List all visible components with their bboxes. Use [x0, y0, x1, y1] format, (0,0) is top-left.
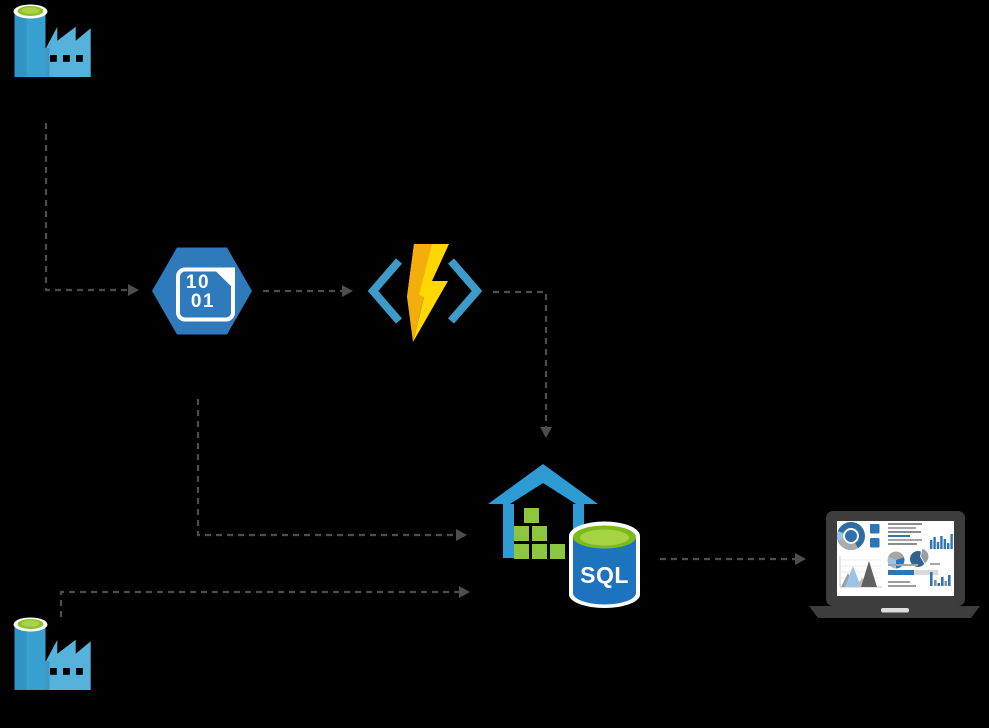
binary-file-hexagon-icon: 10 01 — [152, 247, 252, 335]
warehouse-left-wall — [503, 504, 514, 558]
dashboard-pie-chart-2 — [910, 547, 930, 567]
factory-windows — [50, 668, 83, 675]
laptop-base-notch — [881, 608, 909, 613]
factory-icon — [13, 4, 91, 77]
laptop-dashboard-icon — [809, 511, 980, 618]
factory-building — [45, 639, 91, 690]
dashboard-area-chart — [839, 556, 882, 588]
left-angle-bracket-icon — [367, 258, 403, 324]
sql-database-cylinder-icon: SQL — [569, 521, 640, 608]
dashboard-bar-chart — [930, 534, 953, 549]
chimney-green-inner — [21, 620, 40, 627]
factory-building-shadow — [45, 661, 50, 690]
dashboard-progress-bar — [888, 564, 938, 587]
binary-text-line1: 10 — [186, 272, 210, 293]
arrowhead-icon — [540, 427, 552, 438]
lightning-bolt-shading — [407, 244, 432, 342]
factory-chimney-shade — [14, 10, 27, 77]
dashboard-text-lines — [888, 523, 922, 545]
document-fold-corner — [212, 267, 235, 290]
code-brackets-lightning-icon — [367, 244, 483, 342]
factory-building-shadow — [45, 48, 50, 77]
connector-functions-to-warehouse — [493, 290, 548, 427]
document-outline — [176, 267, 235, 322]
factory-icon — [13, 617, 91, 690]
factory-chimney-shade — [14, 623, 27, 690]
arrowhead-icon — [459, 586, 470, 598]
arrowhead-icon — [456, 529, 467, 541]
connector-binaryfile-to-warehouse — [196, 399, 456, 537]
right-angle-bracket-icon — [447, 258, 483, 324]
warehouse-roof — [488, 464, 598, 504]
warehouse-database-icon: SQL — [488, 464, 640, 608]
connector-factory2-to-warehouse — [59, 590, 459, 617]
factory-windows — [50, 55, 83, 62]
dashboard-donut-chart — [837, 522, 865, 550]
binary-text-line2: 01 — [191, 291, 215, 312]
factory-building — [45, 26, 91, 77]
arrowhead-icon — [795, 553, 806, 565]
arrowhead-icon — [128, 284, 139, 296]
dashboard-mini-bar-chart — [930, 563, 951, 586]
chimney-green-inner — [21, 7, 40, 14]
warehouse-crates — [514, 508, 565, 559]
sql-label: SQL — [580, 562, 629, 588]
dashboard-legend-squares — [870, 524, 880, 548]
connector-factory-to-binaryfile — [44, 123, 128, 292]
arrowhead-icon — [342, 285, 353, 297]
